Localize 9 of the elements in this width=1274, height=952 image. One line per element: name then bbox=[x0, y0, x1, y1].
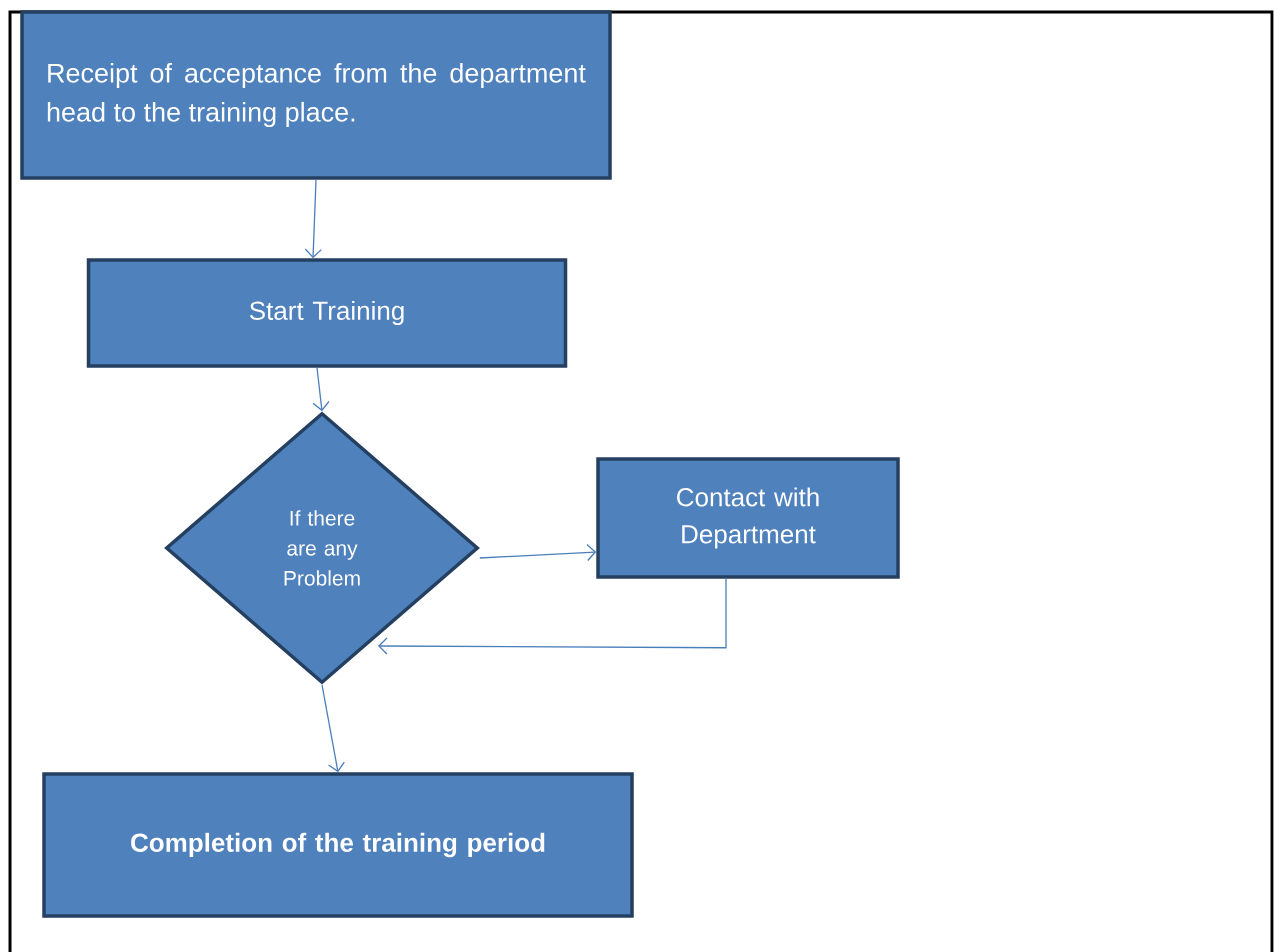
process-box: Receipt of acceptance from the department head to the training place. bbox=[20, 10, 612, 180]
arrow bbox=[378, 578, 727, 655]
arrow bbox=[321, 684, 345, 773]
arrow bbox=[304, 179, 322, 259]
arrow bbox=[479, 543, 597, 562]
process-box: Contact with Department bbox=[596, 457, 900, 579]
arrow bbox=[312, 367, 330, 412]
process-box: Completion of the training period bbox=[42, 772, 634, 918]
process-box: Start Training bbox=[86, 258, 568, 368]
